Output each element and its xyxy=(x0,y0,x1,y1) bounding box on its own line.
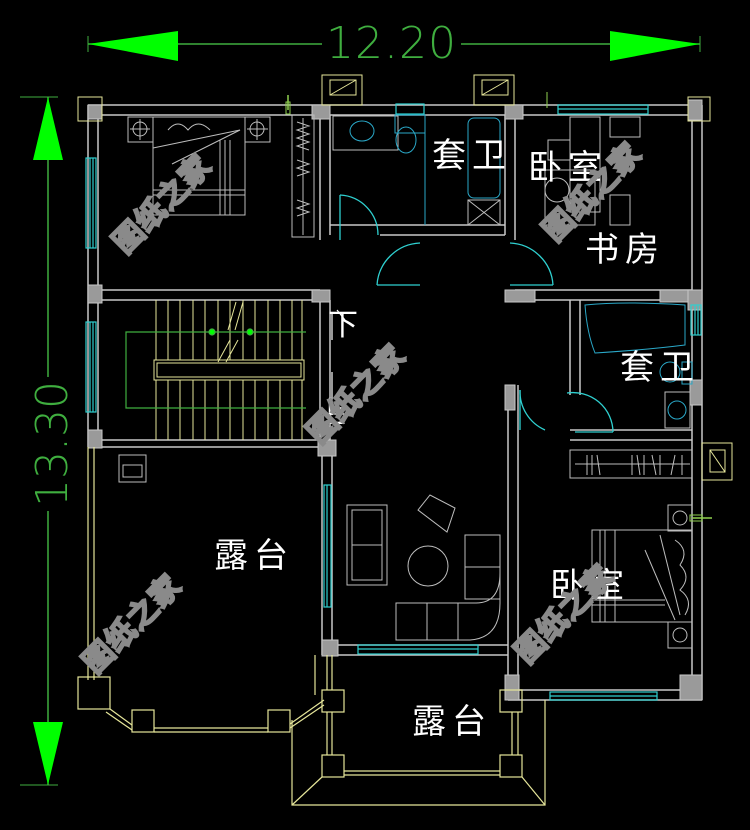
wardrobe-top xyxy=(291,114,315,238)
room-label-balcony-bottom: 露台 xyxy=(412,702,492,742)
vent-box-right xyxy=(701,442,733,481)
room-label-master-bath: 套卫 xyxy=(432,136,512,176)
room-label-bedroom-right: 卧室 xyxy=(550,566,630,606)
dimension-width-label: 12.20 xyxy=(322,18,461,70)
room-label-bath-right: 套卫 xyxy=(620,348,700,388)
vent-boxes-top xyxy=(77,74,711,122)
balcony-bottom-rail xyxy=(291,655,546,806)
bath-right-fixtures xyxy=(584,302,693,429)
study-furniture xyxy=(544,116,641,226)
washing-machine xyxy=(118,454,147,483)
windows xyxy=(85,103,702,701)
room-label-balcony-left: 露台 xyxy=(214,536,294,576)
staircase xyxy=(153,300,305,440)
stair-label-up: 上 xyxy=(316,396,352,431)
dimension-height-label: 13.30 xyxy=(26,377,79,511)
room-label-study: 书房 xyxy=(585,230,665,270)
doors xyxy=(339,194,614,433)
stair-label-down: 下 xyxy=(328,308,364,343)
bed-top-left xyxy=(127,116,271,216)
stair-right-marks xyxy=(316,309,346,415)
wardrobe-right xyxy=(569,449,693,479)
balcony-left-rail xyxy=(77,447,325,733)
room-label-bedroom-study: 卧室 xyxy=(528,148,608,188)
stair-direction-line xyxy=(125,328,306,409)
living-room-furniture xyxy=(346,494,501,641)
bath-top-fixtures xyxy=(332,114,501,226)
